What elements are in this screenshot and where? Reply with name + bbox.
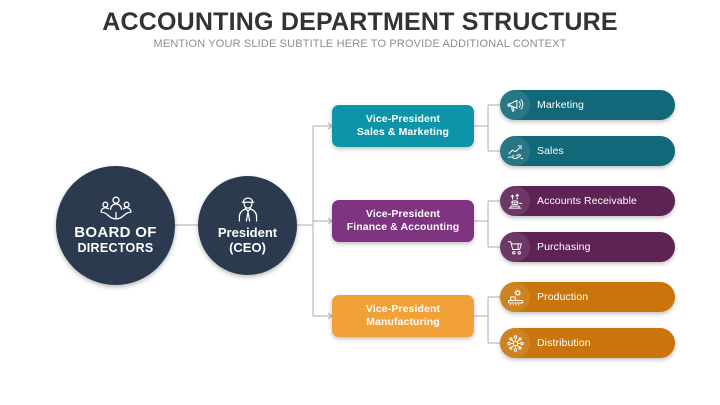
conveyor-gear-icon xyxy=(500,282,530,312)
people-group-icon xyxy=(99,196,133,222)
handshake-deal-icon xyxy=(500,136,530,166)
vp-line2: Sales & Marketing xyxy=(356,126,450,138)
node-sales[interactable]: Sales xyxy=(500,136,675,166)
shopping-cart-icon xyxy=(500,232,530,262)
vp-line2: Finance & Accounting xyxy=(346,221,460,233)
leaf-label: Marketing xyxy=(537,99,585,111)
vp-line1: Vice-President xyxy=(365,208,441,220)
ceo-title-line2: (CEO) xyxy=(229,240,266,255)
board-title-line1: BOARD OF xyxy=(74,224,157,241)
businessman-icon xyxy=(236,196,260,222)
node-purchasing[interactable]: Purchasing xyxy=(500,232,675,262)
page-title: ACCOUNTING DEPARTMENT STRUCTURE xyxy=(102,8,618,36)
vp-line1: Vice-President xyxy=(365,113,441,125)
board-title-line2: DIRECTORS xyxy=(77,241,154,255)
vp-line1: Vice-President xyxy=(365,303,441,315)
node-distribution[interactable]: Distribution xyxy=(500,328,675,358)
vp-line2: Manufacturing xyxy=(366,316,440,328)
leaf-label: Sales xyxy=(537,145,564,157)
node-vp-sales-marketing[interactable]: Vice-President Sales & Marketing xyxy=(332,105,474,147)
leaf-label: Purchasing xyxy=(537,241,591,253)
node-production[interactable]: Production xyxy=(500,282,675,312)
leaf-label: Production xyxy=(537,291,589,303)
leaf-label: Distribution xyxy=(537,337,591,349)
node-marketing[interactable]: Marketing xyxy=(500,90,675,120)
node-president-ceo[interactable]: President (CEO) xyxy=(198,176,297,275)
coins-growth-icon xyxy=(500,186,530,216)
node-vp-manufacturing[interactable]: Vice-President Manufacturing xyxy=(332,295,474,337)
leaf-label: Accounts Receivable xyxy=(537,195,637,207)
megaphone-icon xyxy=(500,90,530,120)
node-board-of-directors[interactable]: BOARD OF DIRECTORS xyxy=(56,166,175,285)
node-vp-finance-accounting[interactable]: Vice-President Finance & Accounting xyxy=(332,200,474,242)
node-accounts-receivable[interactable]: Accounts Receivable xyxy=(500,186,675,216)
page-subtitle: MENTION YOUR SLIDE SUBTITLE HERE TO PROV… xyxy=(153,38,567,50)
distribution-network-icon xyxy=(500,328,530,358)
ceo-title-line1: President xyxy=(217,225,278,240)
